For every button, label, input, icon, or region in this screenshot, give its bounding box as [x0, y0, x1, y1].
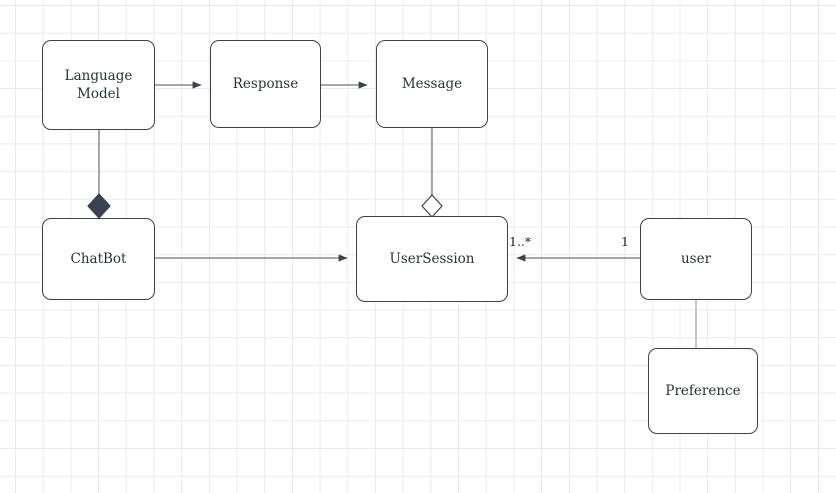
multiplicity-usersession-side: 1..* [509, 234, 532, 249]
node-label-preference: Preference [665, 382, 741, 399]
node-label-message: Message [401, 75, 463, 92]
node-label-language-model: Language Model [64, 67, 133, 102]
hollow-diamond-marker [421, 194, 443, 218]
node-label-response: Response [232, 75, 299, 92]
node-label-usersession: UserSession [389, 250, 475, 267]
node-label-user: user [680, 250, 712, 267]
node-label-chatbot: ChatBot [70, 250, 127, 267]
node-response[interactable]: Response [210, 40, 321, 128]
edge-message-to-usersession [421, 128, 443, 218]
multiplicity-user-side: 1 [621, 234, 629, 249]
node-user[interactable]: user [640, 218, 752, 300]
node-chatbot[interactable]: ChatBot [42, 218, 155, 300]
node-preference[interactable]: Preference [648, 348, 758, 434]
node-language-model[interactable]: Language Model [42, 40, 155, 130]
node-usersession[interactable]: UserSession [356, 216, 508, 302]
filled-diamond-marker [87, 193, 111, 219]
node-message[interactable]: Message [376, 40, 488, 128]
edge-language-model-to-chatbot [87, 130, 111, 219]
